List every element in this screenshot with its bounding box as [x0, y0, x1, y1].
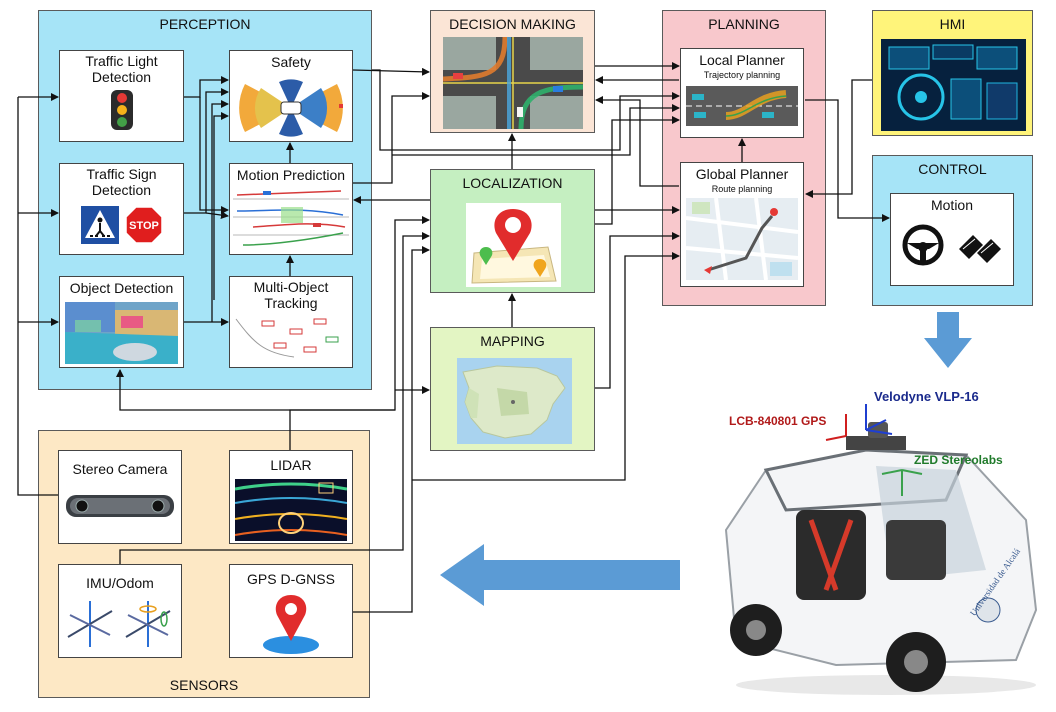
local-planner-subtitle: Trajectory planning: [703, 70, 781, 80]
trajectory-image: [686, 86, 798, 126]
vehicle-to-sensors-arrow: [440, 544, 680, 606]
imu-odom-card: IMU/Odom: [58, 564, 182, 658]
gps-dgnss-card: GPS D-GNSS: [229, 564, 353, 658]
local-planner-title: Local Planner: [699, 52, 785, 68]
lidar-label: LIDAR: [270, 457, 312, 473]
stop-sign-text: STOP: [129, 220, 159, 232]
decision-making-panel: DECISION MAKING: [430, 10, 595, 133]
stop-sign-icon: STOP: [124, 206, 163, 244]
motion-card: Motion: [890, 193, 1014, 286]
sensors-title: SENSORS: [169, 677, 239, 693]
motion-prediction-label: Motion Prediction: [236, 167, 346, 183]
localization-panel: LOCALIZATION: [430, 169, 595, 293]
traffic-light-icon: [110, 90, 133, 130]
localization-title: LOCALIZATION: [462, 175, 563, 191]
gps-pin-icon: [263, 595, 319, 654]
hmi-title: HMI: [939, 16, 966, 32]
stereo-camera-label: Stereo Camera: [72, 461, 168, 477]
traffic-sign-detection-card: Traffic Sign Detection STOP: [59, 163, 184, 255]
stereo-camera-card: Stereo Camera: [58, 450, 182, 544]
traffic-light-detection-card: Traffic Light Detection: [59, 50, 184, 142]
local-planner-card: Local Planner Trajectory planning: [680, 48, 804, 138]
lidar-card: LIDAR: [229, 450, 353, 544]
global-planner-subtitle: Route planning: [711, 184, 773, 194]
pedestrian-crossing-icon: [80, 206, 119, 244]
safety-zones-image: [239, 79, 343, 137]
perception-title: PERCEPTION: [159, 16, 251, 32]
motion-label: Motion: [930, 197, 974, 213]
planning-title: PLANNING: [708, 16, 780, 32]
route-map-image: [686, 198, 798, 280]
mapping-panel: MAPPING: [430, 327, 595, 451]
tracking-image: [234, 313, 348, 361]
pedals-icon: [959, 235, 1001, 263]
gps-dgnss-label: GPS D-GNSS: [247, 571, 335, 587]
intersection-image: [443, 37, 583, 129]
lidar-pointcloud-image: [235, 479, 347, 541]
global-planner-title: Global Planner: [695, 166, 789, 182]
hmi-panel: HMI: [872, 10, 1033, 136]
traffic-light-detection-label: Traffic Light Detection: [85, 53, 158, 85]
mapping-title: MAPPING: [480, 333, 545, 349]
stereo-camera-image: [66, 495, 174, 517]
imu-axes-image: [67, 601, 171, 647]
object-detection-label: Object Detection: [69, 280, 174, 296]
object-detection-image: [65, 302, 178, 364]
steering-wheel-icon: [902, 224, 944, 266]
traffic-sign-detection-label: Traffic Sign Detection: [86, 166, 157, 198]
motion-prediction-card: Motion Prediction: [229, 163, 353, 255]
hmi-dashboard-image: [881, 39, 1026, 131]
velodyne-label: Velodyne VLP-16: [874, 389, 979, 404]
decision-making-title: DECISION MAKING: [449, 16, 576, 32]
safety-card: Safety: [229, 50, 353, 142]
gps-antenna-label: LCB-840801 GPS: [729, 414, 827, 428]
zed-camera-label: ZED Stereolabs: [914, 453, 1003, 467]
control-title: CONTROL: [918, 161, 987, 177]
iberian-map-image: [457, 358, 572, 444]
control-to-vehicle-arrow: [924, 312, 972, 368]
motion-prediction-image: [233, 190, 349, 246]
object-detection-card: Object Detection: [59, 276, 184, 368]
map-pin-image: [466, 203, 561, 287]
safety-label: Safety: [271, 54, 311, 70]
multi-object-tracking-card: Multi-Object Tracking: [229, 276, 353, 368]
multi-object-tracking-label: Multi-Object Tracking: [253, 279, 329, 311]
global-planner-card: Global Planner Route planning: [680, 162, 804, 287]
imu-odom-label: IMU/Odom: [86, 575, 154, 591]
autonomous-vehicle-image: [724, 404, 1038, 695]
